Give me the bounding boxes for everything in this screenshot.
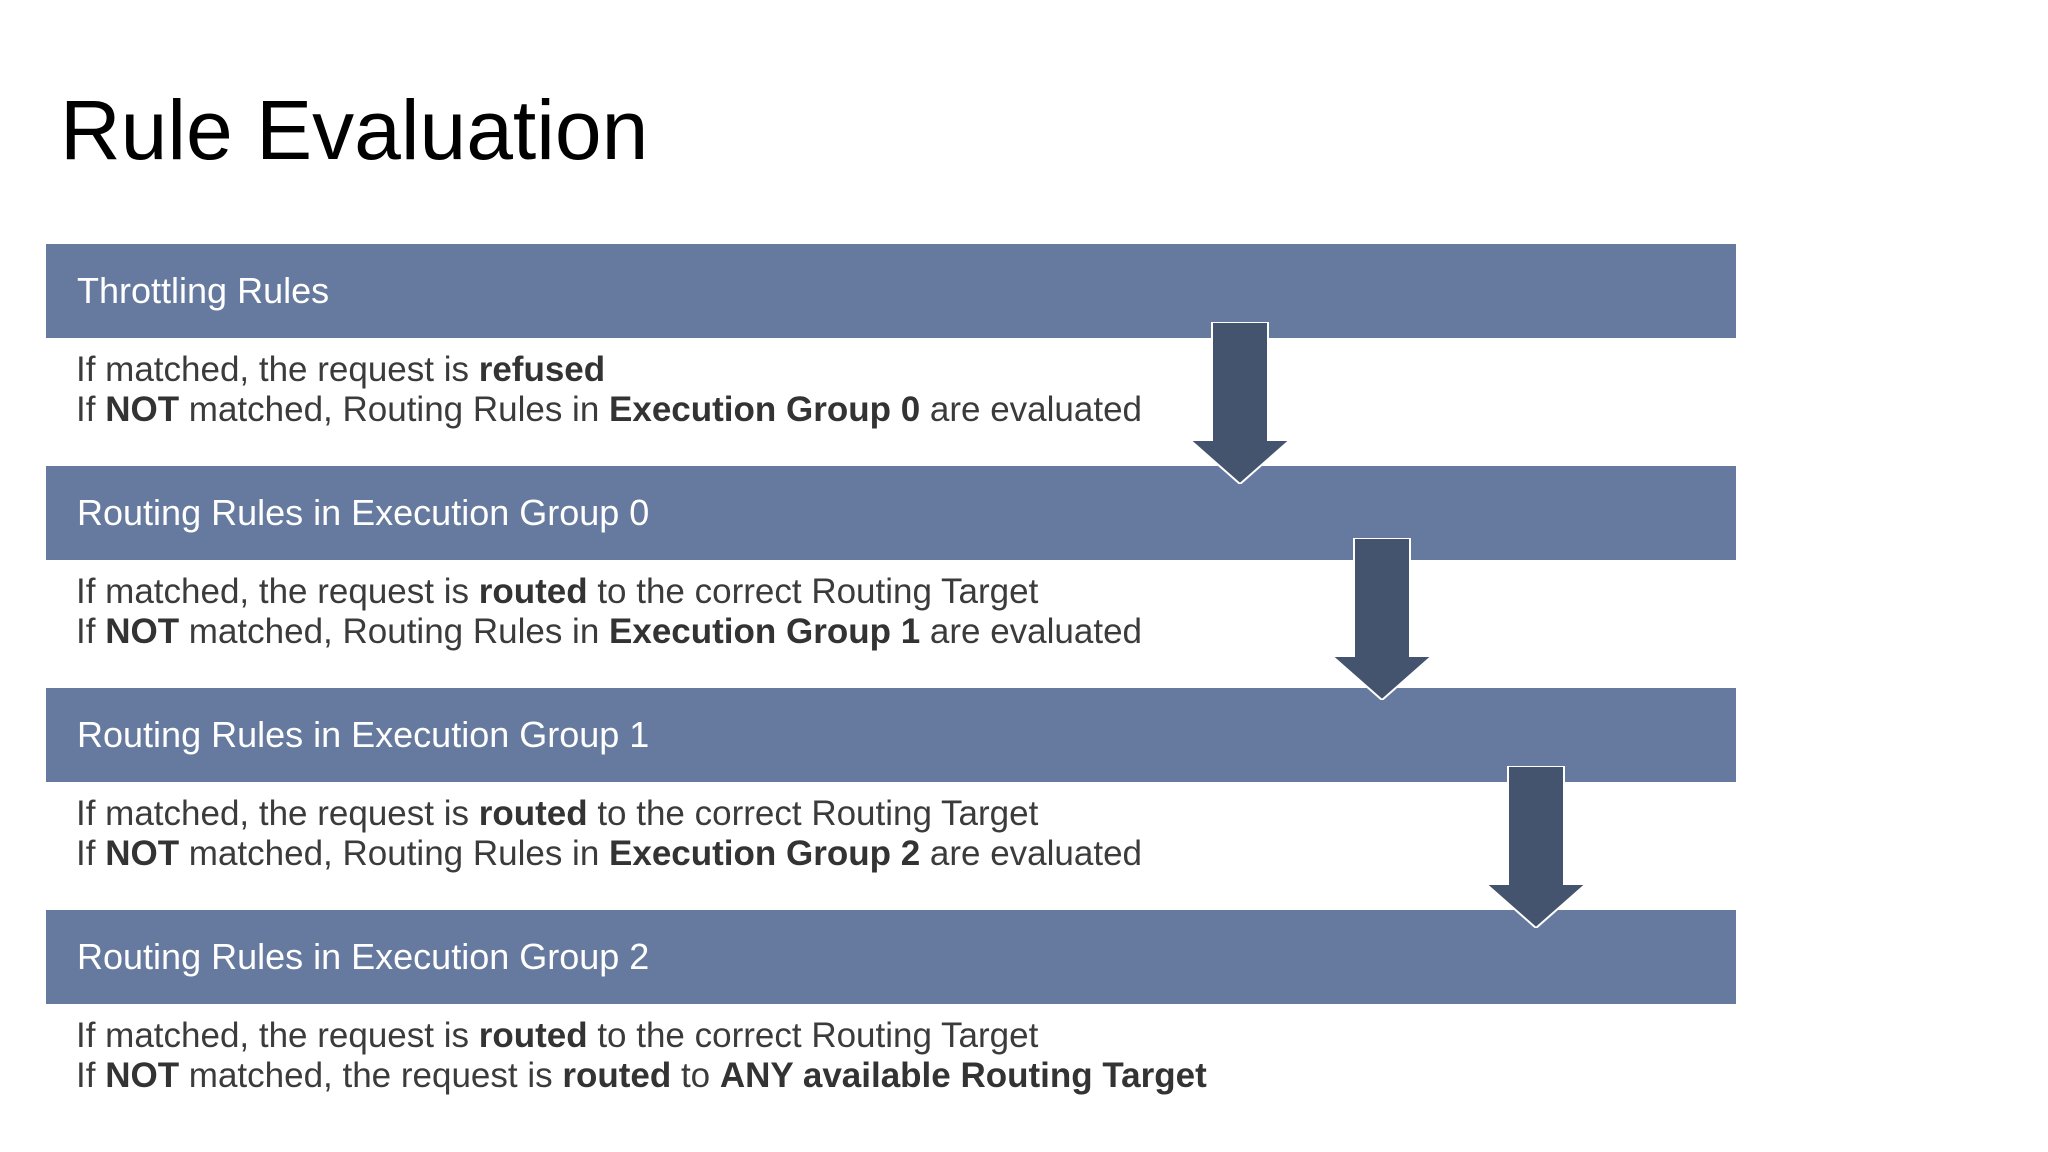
emphasis-text: NOT [105, 612, 180, 651]
emphasis-text: routed [478, 1016, 588, 1055]
text-segment: If [76, 390, 106, 429]
text-segment: are evaluated [920, 390, 1143, 429]
emphasis-text: NOT [105, 834, 180, 873]
description-line-not-matched: If NOT matched, Routing Rules in Executi… [76, 390, 1142, 430]
text-segment: If [76, 1056, 106, 1095]
arrow-down-icon [1332, 538, 1432, 700]
stage-description: If matched, the request is routed to the… [76, 1016, 1207, 1096]
text-segment: matched, Routing Rules in [179, 834, 610, 873]
arrow-down-icon [1486, 766, 1586, 928]
text-segment: If matched, the request is [76, 794, 479, 833]
text-segment: to the correct Routing Target [587, 1016, 1039, 1055]
emphasis-text: refused [478, 350, 606, 389]
emphasis-text: routed [562, 1056, 672, 1095]
text-segment: matched, Routing Rules in [179, 390, 610, 429]
stage-header-execution-group-2: Routing Rules in Execution Group 2 [46, 910, 1736, 1004]
description-line-not-matched: If NOT matched, the request is routed to… [76, 1056, 1207, 1096]
stage-description: If matched, the request is refused If NO… [76, 350, 1142, 430]
text-segment: to the correct Routing Target [587, 794, 1039, 833]
stage-header-execution-group-0: Routing Rules in Execution Group 0 [46, 466, 1736, 560]
stage-header-label: Routing Rules in Execution Group 0 [77, 492, 650, 533]
text-segment: If [76, 834, 106, 873]
slide-title: Rule Evaluation [60, 83, 649, 177]
description-line-matched: If matched, the request is refused [76, 350, 1142, 390]
description-line-matched: If matched, the request is routed to the… [76, 1016, 1207, 1056]
description-line-matched: If matched, the request is routed to the… [76, 794, 1142, 834]
text-segment: to the correct Routing Target [587, 572, 1039, 611]
emphasis-text: Execution Group 0 [609, 390, 921, 429]
description-line-not-matched: If NOT matched, Routing Rules in Executi… [76, 612, 1142, 652]
text-segment: matched, the request is [179, 1056, 563, 1095]
text-segment: are evaluated [920, 834, 1143, 873]
description-line-matched: If matched, the request is routed to the… [76, 572, 1142, 612]
text-segment: If matched, the request is [76, 350, 479, 389]
text-segment: If matched, the request is [76, 1016, 479, 1055]
text-segment: If matched, the request is [76, 572, 479, 611]
emphasis-text: Execution Group 2 [609, 834, 921, 873]
stage-header-label: Routing Rules in Execution Group 2 [77, 936, 650, 977]
stage-description: If matched, the request is routed to the… [76, 572, 1142, 652]
stage-header-execution-group-1: Routing Rules in Execution Group 1 [46, 688, 1736, 782]
emphasis-text: Execution Group 1 [609, 612, 921, 651]
text-segment: are evaluated [920, 612, 1143, 651]
emphasis-text: ANY available Routing Target [719, 1056, 1207, 1095]
arrow-down-icon [1190, 322, 1290, 484]
description-line-not-matched: If NOT matched, Routing Rules in Executi… [76, 834, 1142, 874]
stage-description: If matched, the request is routed to the… [76, 794, 1142, 874]
emphasis-text: NOT [105, 1056, 180, 1095]
stage-header-throttling-rules: Throttling Rules [46, 244, 1736, 338]
emphasis-text: routed [478, 572, 588, 611]
text-segment: If [76, 612, 106, 651]
text-segment: to [671, 1056, 720, 1095]
stage-header-label: Throttling Rules [77, 270, 330, 311]
emphasis-text: NOT [105, 390, 180, 429]
stage-header-label: Routing Rules in Execution Group 1 [77, 714, 650, 755]
emphasis-text: routed [478, 794, 588, 833]
text-segment: matched, Routing Rules in [179, 612, 610, 651]
